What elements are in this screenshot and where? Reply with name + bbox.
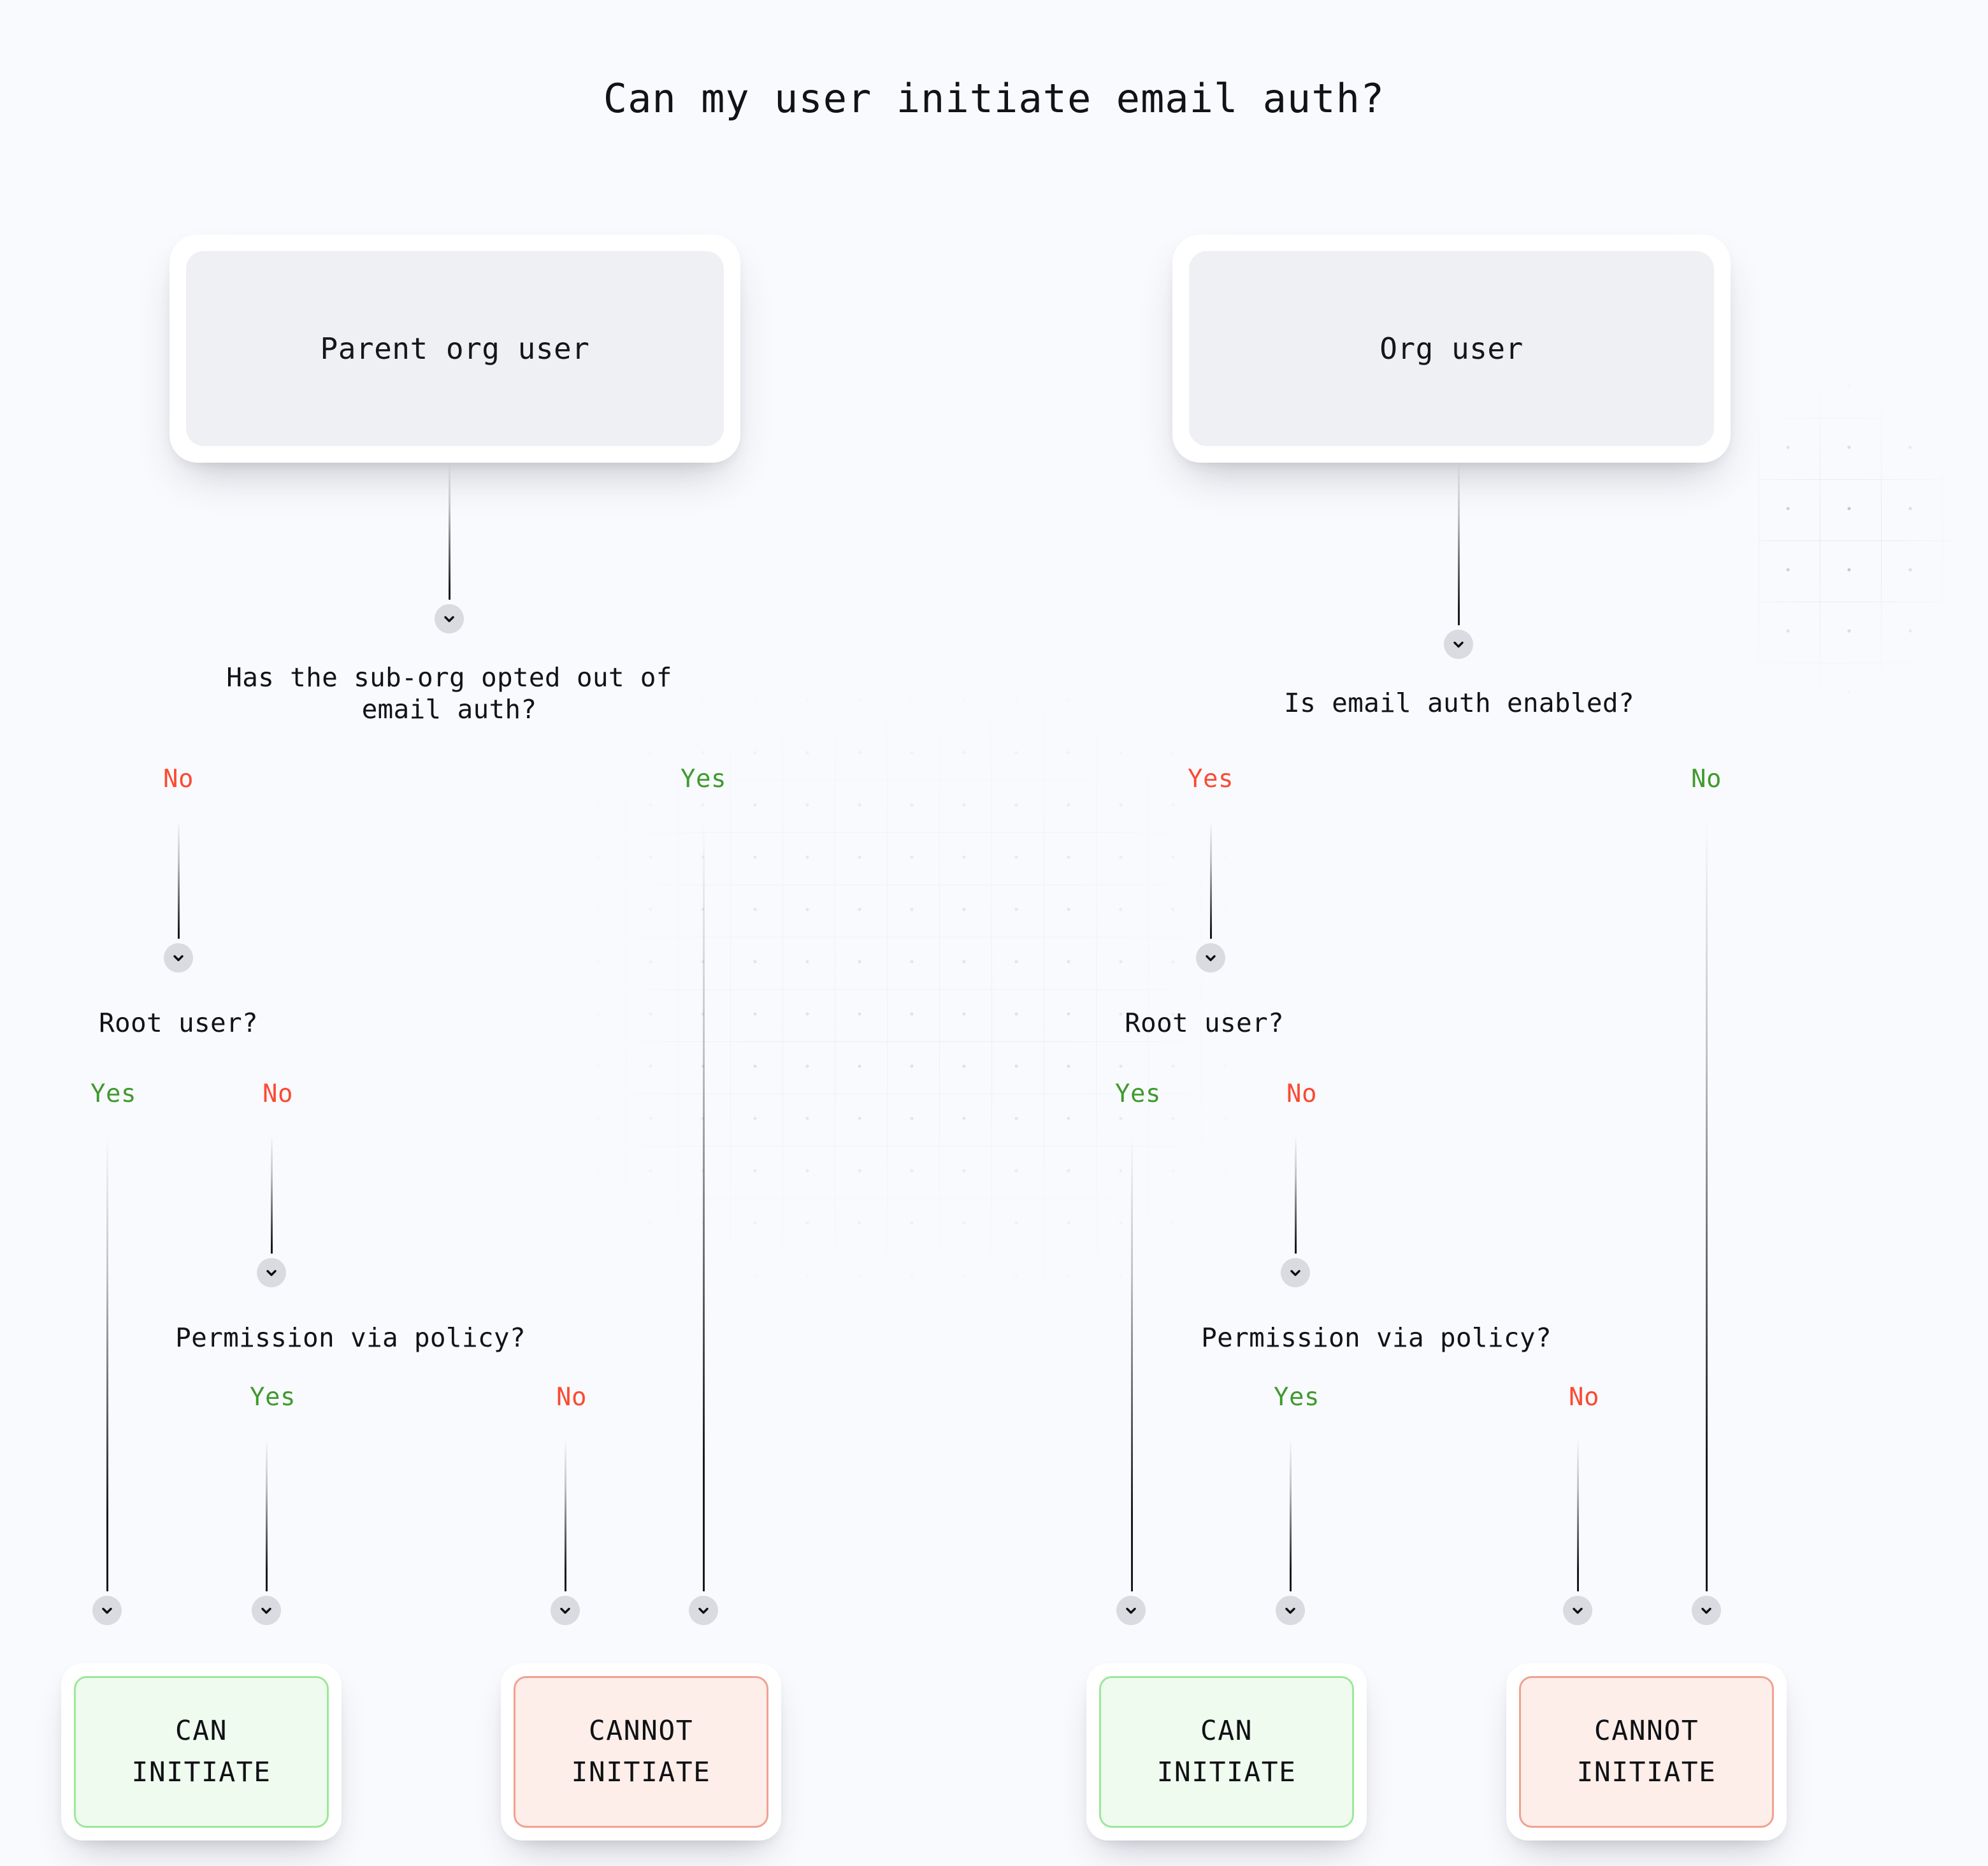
background-grid-right [1759,357,1988,765]
edge-right-q1-no-to-cannot [1706,821,1708,1600]
branch-label-right-q2-yes[interactable]: Yes [1115,1080,1161,1108]
terminal-left-can-initiate-line1: CAN [175,1715,228,1747]
terminal-right-can-initiate-line2: INITIATE [1156,1756,1297,1788]
root-node-org-user[interactable]: Org user [1172,235,1731,463]
branch-label-left-q3-yes[interactable]: Yes [250,1383,296,1412]
chevron-down-icon-right-cannot-b[interactable] [1692,1596,1721,1625]
edge-right-q3-no-to-cannot [1577,1439,1579,1600]
chevron-down-icon-right-can-a[interactable] [1116,1596,1146,1625]
edge-right-q2-yes-to-can [1131,1136,1133,1600]
edge-left-root-to-q1 [449,463,450,617]
chevron-down-icon-left-cannot-b[interactable] [689,1596,718,1625]
terminal-right-can-initiate[interactable]: CAN INITIATE [1086,1663,1367,1841]
background-dots-center [573,676,1249,1313]
chevron-down-icon-right-q1[interactable] [1444,630,1473,659]
terminal-right-cannot-initiate-line2: INITIATE [1576,1756,1717,1788]
edge-left-q2-no-to-q3 [271,1136,273,1271]
page-title: Can my user initiate email auth? [603,75,1385,122]
terminal-left-cannot-initiate-line1: CANNOT [588,1715,694,1747]
branch-label-right-q1-no[interactable]: No [1691,765,1722,793]
terminal-right-cannot-initiate-panel: CANNOT INITIATE [1519,1676,1774,1828]
branch-label-left-q1-no[interactable]: No [163,765,194,793]
terminal-left-cannot-initiate-line2: INITIATE [571,1756,711,1788]
root-node-org-user-panel: Org user [1189,251,1714,446]
branch-label-left-q3-no[interactable]: No [556,1383,587,1412]
edge-left-q1-yes-to-cannot [703,821,705,1600]
chevron-down-icon-right-q3[interactable] [1281,1258,1310,1287]
terminal-right-can-initiate-panel: CAN INITIATE [1099,1676,1354,1828]
chevron-down-icon-left-q1[interactable] [435,604,464,633]
edge-right-root-to-q1 [1458,463,1460,642]
root-node-parent-org-user-panel: Parent org user [186,251,724,446]
edge-right-q2-no-to-q3 [1295,1136,1297,1271]
terminal-left-can-initiate-panel: CAN INITIATE [74,1676,329,1828]
edge-right-q1-yes-to-q2 [1210,821,1212,956]
terminal-left-can-initiate[interactable]: CAN INITIATE [61,1663,342,1841]
question-left-q3: Permission via policy? [175,1322,526,1353]
question-left-q1: Has the sub-org opted out of email auth? [226,662,672,725]
chevron-down-icon-right-q2[interactable] [1196,943,1225,973]
branch-label-left-q2-no[interactable]: No [263,1080,293,1108]
root-node-parent-org-user-label: Parent org user [320,331,590,366]
terminal-right-cannot-initiate[interactable]: CANNOT INITIATE [1506,1663,1787,1841]
edge-left-q1-no-to-q2 [178,821,180,956]
edge-left-q3-yes-to-can [266,1439,268,1600]
branch-label-right-q2-no[interactable]: No [1286,1080,1317,1108]
root-node-org-user-label: Org user [1379,331,1523,366]
chevron-down-icon-right-can-b[interactable] [1276,1596,1305,1625]
chevron-down-icon-right-cannot-a[interactable] [1563,1596,1592,1625]
terminal-left-cannot-initiate[interactable]: CANNOT INITIATE [501,1663,781,1841]
branch-label-right-q1-yes[interactable]: Yes [1188,765,1234,793]
chevron-down-icon-left-cannot-a[interactable] [551,1596,580,1625]
question-right-q2: Root user? [1125,1008,1284,1038]
edge-left-q3-no-to-cannot [565,1439,566,1600]
terminal-left-can-initiate-line2: INITIATE [131,1756,271,1788]
background-dots-right [1759,357,1988,765]
edge-right-q3-yes-to-can [1290,1439,1292,1600]
question-right-q1: Is email auth enabled? [1284,688,1634,718]
question-right-q3: Permission via policy? [1201,1322,1552,1353]
branch-label-left-q2-yes[interactable]: Yes [90,1080,136,1108]
terminal-right-can-initiate-line1: CAN [1200,1715,1253,1747]
chevron-down-icon-left-can-a[interactable] [92,1596,122,1625]
background-grid-center [573,676,1249,1313]
root-node-parent-org-user[interactable]: Parent org user [169,235,740,463]
branch-label-right-q3-no[interactable]: No [1569,1383,1599,1412]
question-left-q2: Root user? [99,1008,258,1038]
chevron-down-icon-left-q2[interactable] [164,943,193,973]
branch-label-right-q3-yes[interactable]: Yes [1274,1383,1320,1412]
edge-left-q2-yes-to-can [106,1136,108,1600]
terminal-right-cannot-initiate-line1: CANNOT [1594,1715,1699,1747]
chevron-down-icon-left-can-b[interactable] [252,1596,281,1625]
chevron-down-icon-left-q3[interactable] [257,1258,286,1287]
terminal-left-cannot-initiate-panel: CANNOT INITIATE [514,1676,768,1828]
branch-label-left-q1-yes[interactable]: Yes [681,765,726,793]
